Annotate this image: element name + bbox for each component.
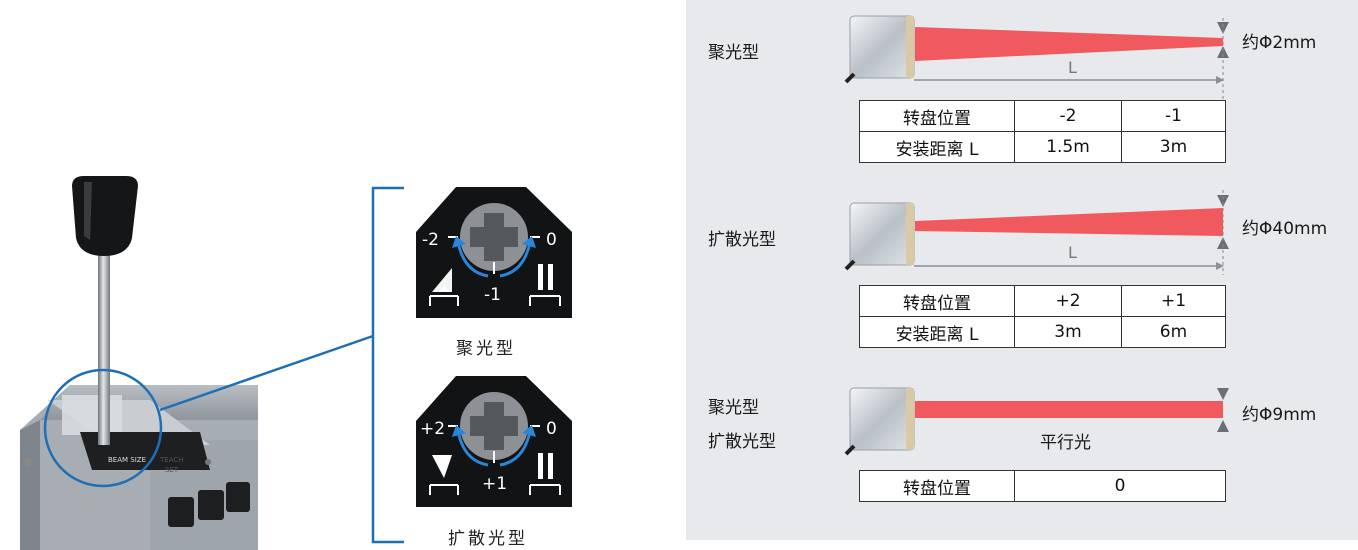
beam-size-text: BEAM SIZE <box>108 456 146 464</box>
table-cell: -1 <box>1121 100 1226 132</box>
distance-l-focus: L <box>1068 58 1077 77</box>
spot-arrow-top-2 <box>1217 195 1229 207</box>
table-cell: 安装距离 L <box>859 131 1015 163</box>
table-cell: +2 <box>1014 285 1122 317</box>
dial-diffuse-right: 0 <box>546 419 557 439</box>
set-text: SET <box>165 466 179 474</box>
dial-diffuse-bottom: +1 <box>482 474 507 494</box>
sensor-button-3 <box>226 482 250 512</box>
mode-label-focus: 聚光型 <box>708 43 759 63</box>
mode-label-diffuse: 扩散光型 <box>708 230 776 250</box>
parallel-light-label: 平行光 <box>1040 433 1091 453</box>
spot-size-focus: 约Φ2mm <box>1242 33 1317 53</box>
caption-diffuse: 扩散光型 <box>448 529 528 549</box>
sensor-housing: BEAM SIZE TEACH SET <box>20 385 258 550</box>
diffuse-beam <box>915 208 1223 236</box>
beam-diagrams <box>844 15 1229 456</box>
dial-diffuse-icon: +2 0 +1 <box>416 376 572 507</box>
caption-focus: 聚光型 <box>456 339 516 359</box>
sensor-illustration: BEAM SIZE TEACH SET <box>20 176 572 550</box>
magnifier-circle <box>43 368 163 488</box>
table-cell: 6m <box>1121 316 1226 348</box>
table-row: 转盘位置 0 <box>859 470 1226 502</box>
table-row: 安装距离 L 1.5m 3m <box>859 131 1226 163</box>
table-cell: 1.5m <box>1014 131 1122 163</box>
spot-arrow-bottom-2 <box>1217 237 1229 249</box>
parallel-beam-diagram <box>844 387 1229 456</box>
spot-size-diffuse: 约Φ40mm <box>1242 219 1328 239</box>
dial-focus-icon: -2 0 -1 <box>416 187 572 318</box>
table-cell: 3m <box>1121 131 1226 163</box>
sensor-button-1 <box>168 497 194 527</box>
distance-l-diffuse: L <box>1068 243 1077 262</box>
diffuse-table: 转盘位置 +2 +1 安装距离 L 3m 6m <box>859 285 1226 348</box>
screwdriver <box>72 176 138 445</box>
table-cell: 0 <box>1014 470 1226 502</box>
spot-arrow-top-3 <box>1217 388 1229 400</box>
spot-arrow-bottom-3 <box>1217 420 1229 432</box>
table-cell: -2 <box>1014 100 1122 132</box>
focus-table: 转盘位置 -2 -1 安装距离 L 1.5m 3m <box>859 100 1226 163</box>
focus-beam-diagram <box>844 15 1229 100</box>
leader-line <box>159 186 404 544</box>
sensor-button-2 <box>198 490 224 520</box>
spot-arrow-top <box>1217 22 1229 34</box>
teach-text: TEACH <box>159 456 184 464</box>
dial-focus-right: 0 <box>546 230 557 250</box>
parallel-table: 转盘位置 0 <box>859 470 1226 502</box>
diffuse-beam-diagram <box>844 190 1229 275</box>
spot-arrow-bottom <box>1217 46 1229 58</box>
table-cell: 转盘位置 <box>859 100 1015 132</box>
parallel-beam <box>915 401 1223 418</box>
table-cell: 安装距离 L <box>859 316 1015 348</box>
table-cell: 转盘位置 <box>859 285 1015 317</box>
beam-spec-panel: 聚光型 约Φ2mm L 转盘位置 -2 -1 安装距离 L 1.5m 3m 扩散… <box>686 0 1358 540</box>
table-cell: +1 <box>1121 285 1226 317</box>
table-cell: 3m <box>1014 316 1122 348</box>
dial-focus-left: -2 <box>422 230 439 250</box>
table-cell: 转盘位置 <box>859 470 1015 502</box>
table-row: 转盘位置 +2 +1 <box>859 285 1226 317</box>
dial-focus-bottom: -1 <box>484 285 501 305</box>
table-row: 转盘位置 -2 -1 <box>859 100 1226 132</box>
table-row: 安装距离 L 3m 6m <box>859 316 1226 348</box>
mode-label-both-2: 扩散光型 <box>708 432 776 452</box>
spot-size-parallel: 约Φ9mm <box>1242 405 1317 425</box>
dial-diffuse-left: +2 <box>420 419 445 439</box>
mode-label-both-1: 聚光型 <box>708 398 759 418</box>
focus-beam <box>915 27 1223 61</box>
